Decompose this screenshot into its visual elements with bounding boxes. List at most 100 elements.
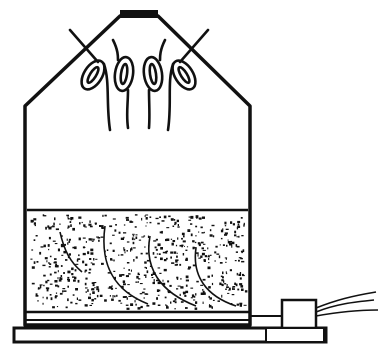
speckle xyxy=(131,247,132,248)
speckle xyxy=(62,288,65,289)
speckle xyxy=(236,244,238,247)
speckle xyxy=(188,266,191,268)
speckle xyxy=(70,221,72,223)
speckle xyxy=(141,237,144,238)
speckle xyxy=(130,303,133,306)
speckle xyxy=(52,225,55,227)
speckle xyxy=(128,269,130,271)
speckle xyxy=(56,265,57,267)
speckle xyxy=(79,222,81,224)
speckle xyxy=(54,261,56,263)
speckle xyxy=(239,283,242,285)
speckle xyxy=(228,290,230,291)
speckle xyxy=(75,303,77,304)
speckle xyxy=(242,274,244,276)
speckle xyxy=(37,261,39,263)
speckle xyxy=(208,267,211,270)
speckle xyxy=(110,260,113,261)
speckle xyxy=(201,293,204,296)
speckle xyxy=(45,227,47,230)
speckle xyxy=(123,283,126,285)
speckle xyxy=(54,280,57,283)
speckle xyxy=(44,245,46,248)
speckle xyxy=(221,295,222,298)
speckle xyxy=(186,276,189,279)
speckle xyxy=(141,306,143,308)
speckle xyxy=(48,244,50,247)
speckle xyxy=(122,274,125,276)
speckle xyxy=(175,259,178,261)
speckle xyxy=(135,282,137,283)
speckle xyxy=(222,228,223,230)
speckle xyxy=(90,249,93,252)
speckle xyxy=(55,295,58,297)
speckle xyxy=(112,235,115,236)
speckle xyxy=(128,273,131,274)
speckle xyxy=(171,262,174,264)
speckle xyxy=(82,222,83,223)
speckle xyxy=(96,237,99,238)
speckle xyxy=(88,272,90,274)
speckle xyxy=(215,246,217,248)
speckle xyxy=(171,219,174,221)
speckle xyxy=(59,224,61,225)
speckle xyxy=(237,236,239,237)
speckle xyxy=(139,240,141,241)
speckle xyxy=(126,219,129,221)
speckle xyxy=(74,277,76,280)
speckle xyxy=(174,251,177,253)
speckle xyxy=(236,284,238,287)
speckle xyxy=(123,237,124,239)
speckle xyxy=(202,247,205,249)
speckle xyxy=(171,239,172,240)
speckle xyxy=(190,288,193,289)
speckle xyxy=(75,288,78,291)
speckle xyxy=(186,285,188,287)
speckle xyxy=(240,272,241,274)
speckle xyxy=(218,300,221,302)
speckle xyxy=(241,261,244,263)
speckle xyxy=(170,302,171,304)
speckle xyxy=(184,295,186,297)
speckle xyxy=(178,286,181,287)
speckle xyxy=(175,308,176,309)
speckle xyxy=(43,297,44,299)
speckle xyxy=(87,251,89,254)
speckle xyxy=(158,305,161,307)
speckle xyxy=(203,244,205,245)
speckle xyxy=(158,295,160,296)
speckle xyxy=(144,235,146,236)
speckle xyxy=(234,231,236,234)
speckle xyxy=(67,271,70,274)
speckle xyxy=(188,268,191,269)
speckle xyxy=(105,215,107,217)
speckle xyxy=(216,254,219,255)
speckle xyxy=(227,293,229,294)
speckle xyxy=(177,220,179,222)
speckle xyxy=(132,234,135,235)
speckle xyxy=(223,244,225,246)
speckle xyxy=(198,258,201,259)
speckle xyxy=(141,218,142,221)
speckle xyxy=(161,231,163,234)
speckle xyxy=(83,247,85,248)
speckle xyxy=(86,241,87,243)
speckle xyxy=(168,216,170,218)
speckle xyxy=(173,300,175,302)
speckle xyxy=(177,237,178,239)
speckle xyxy=(147,222,148,223)
speckle xyxy=(61,265,63,267)
speckle xyxy=(54,272,57,274)
speckle xyxy=(118,300,120,302)
speckle xyxy=(219,283,221,286)
speckle xyxy=(104,299,107,301)
speckle xyxy=(67,242,68,244)
speckle xyxy=(184,246,185,247)
speckle xyxy=(205,255,207,257)
speckle xyxy=(238,260,240,262)
speckle xyxy=(127,297,128,300)
speckle xyxy=(83,238,86,239)
speckle xyxy=(120,303,122,304)
speckle xyxy=(78,217,81,219)
